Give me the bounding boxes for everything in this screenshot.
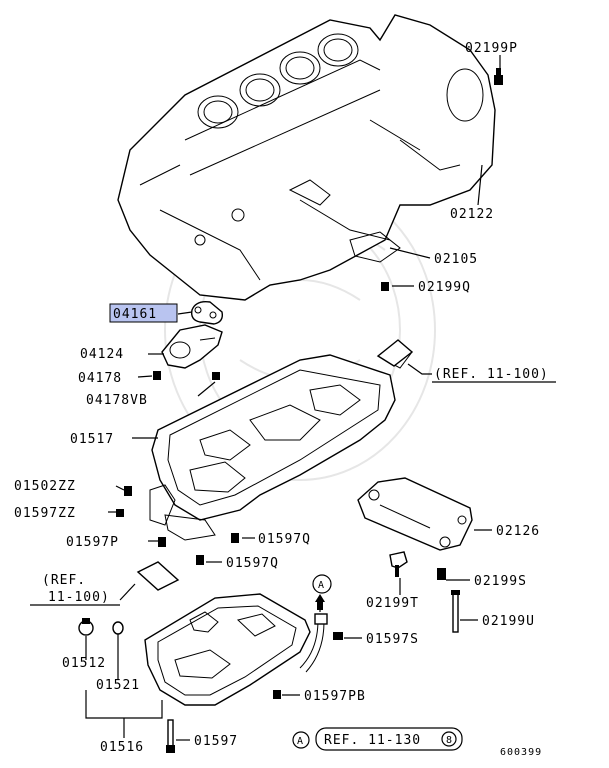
label-02199T[interactable]: 02199T xyxy=(366,596,419,611)
lower-oil-pan-01516[interactable] xyxy=(144,593,311,706)
label-02199Q[interactable]: 02199Q xyxy=(418,280,471,295)
label-04124[interactable]: 04124 xyxy=(80,347,124,362)
label-01521[interactable]: 01521 xyxy=(96,678,140,693)
label-04161[interactable]: 04161 xyxy=(113,307,157,322)
part-labels: 02199P 02122 02105 02199Q 04161 04124 04… xyxy=(14,41,556,758)
ref-11-130[interactable]: REF. 11-130 xyxy=(324,733,421,748)
label-02199P[interactable]: 02199P xyxy=(465,41,518,56)
dipstick-tube[interactable] xyxy=(299,613,328,673)
label-02105[interactable]: 02105 xyxy=(434,252,478,267)
label-01597Q-b[interactable]: 01597Q xyxy=(226,556,279,571)
marker-a-circle-bottom xyxy=(292,731,310,749)
bolt-01597ZZ[interactable] xyxy=(116,509,124,517)
ref-11-100-top[interactable]: (REF. 11-100) xyxy=(434,367,549,382)
oil-level-sensor-top[interactable] xyxy=(376,339,414,367)
label-01597ZZ[interactable]: 01597ZZ xyxy=(14,506,76,521)
bolt-01597Q-b[interactable] xyxy=(196,555,204,565)
bolt-02199T[interactable] xyxy=(389,551,408,577)
leader-lines xyxy=(85,55,501,741)
label-04178VB[interactable]: 04178VB xyxy=(86,393,148,408)
ref-left-line-1[interactable]: (REF. xyxy=(42,573,86,588)
oil-strainer-04124[interactable] xyxy=(161,324,223,369)
ref-left-line-2[interactable]: 11-100) xyxy=(48,590,110,605)
engine-block[interactable] xyxy=(117,14,496,301)
highlight-box-04161 xyxy=(109,303,178,323)
gasket-04161[interactable] xyxy=(190,300,224,325)
label-01597[interactable]: 01597 xyxy=(194,734,238,749)
label-01597S[interactable]: 01597S xyxy=(366,632,419,647)
label-02126[interactable]: 02126 xyxy=(496,524,540,539)
ref-11-130-num-circle xyxy=(441,731,457,747)
label-01517[interactable]: 01517 xyxy=(70,432,114,447)
drain-plug-01512[interactable] xyxy=(78,618,94,636)
label-01597P[interactable]: 01597P xyxy=(66,535,119,550)
gasket-01521[interactable] xyxy=(112,621,124,635)
bolt-01597P[interactable] xyxy=(158,537,166,547)
label-01502ZZ[interactable]: 01502ZZ xyxy=(14,479,76,494)
bolt-01597S[interactable] xyxy=(333,632,343,640)
diagram-id: 600399 xyxy=(500,747,542,758)
bolt-01597PB[interactable] xyxy=(273,690,281,699)
bolt-01597[interactable] xyxy=(166,719,175,753)
label-01597Q-a[interactable]: 01597Q xyxy=(258,532,311,547)
marker-a-bottom[interactable]: A xyxy=(297,736,304,747)
marker-a-circle-top xyxy=(312,574,332,594)
bolt-02199U[interactable] xyxy=(451,590,460,633)
label-04178[interactable]: 04178 xyxy=(78,371,122,386)
label-01512[interactable]: 01512 xyxy=(62,656,106,671)
plate-02126[interactable] xyxy=(357,477,473,551)
ref-11-130-num[interactable]: 8 xyxy=(446,735,453,746)
bolt-01597Q-a[interactable] xyxy=(231,533,239,543)
label-01516[interactable]: 01516 xyxy=(100,740,144,755)
bolt-02199P[interactable] xyxy=(494,68,503,85)
ref-11-130-box xyxy=(315,727,463,751)
marker-a-top[interactable]: A xyxy=(318,580,325,591)
bolt-02199S[interactable] xyxy=(437,568,446,580)
label-02122[interactable]: 02122 xyxy=(450,207,494,222)
bolt-02199Q[interactable] xyxy=(381,282,389,291)
label-02199U[interactable]: 02199U xyxy=(482,614,535,629)
nut-04178VB[interactable] xyxy=(212,372,220,380)
oil-level-sensor-left[interactable] xyxy=(136,561,180,591)
label-01597PB[interactable]: 01597PB xyxy=(304,689,366,704)
label-02199S[interactable]: 02199S xyxy=(474,574,527,589)
bolt-04178[interactable] xyxy=(153,371,161,380)
bolt-01502ZZ[interactable] xyxy=(124,486,132,496)
